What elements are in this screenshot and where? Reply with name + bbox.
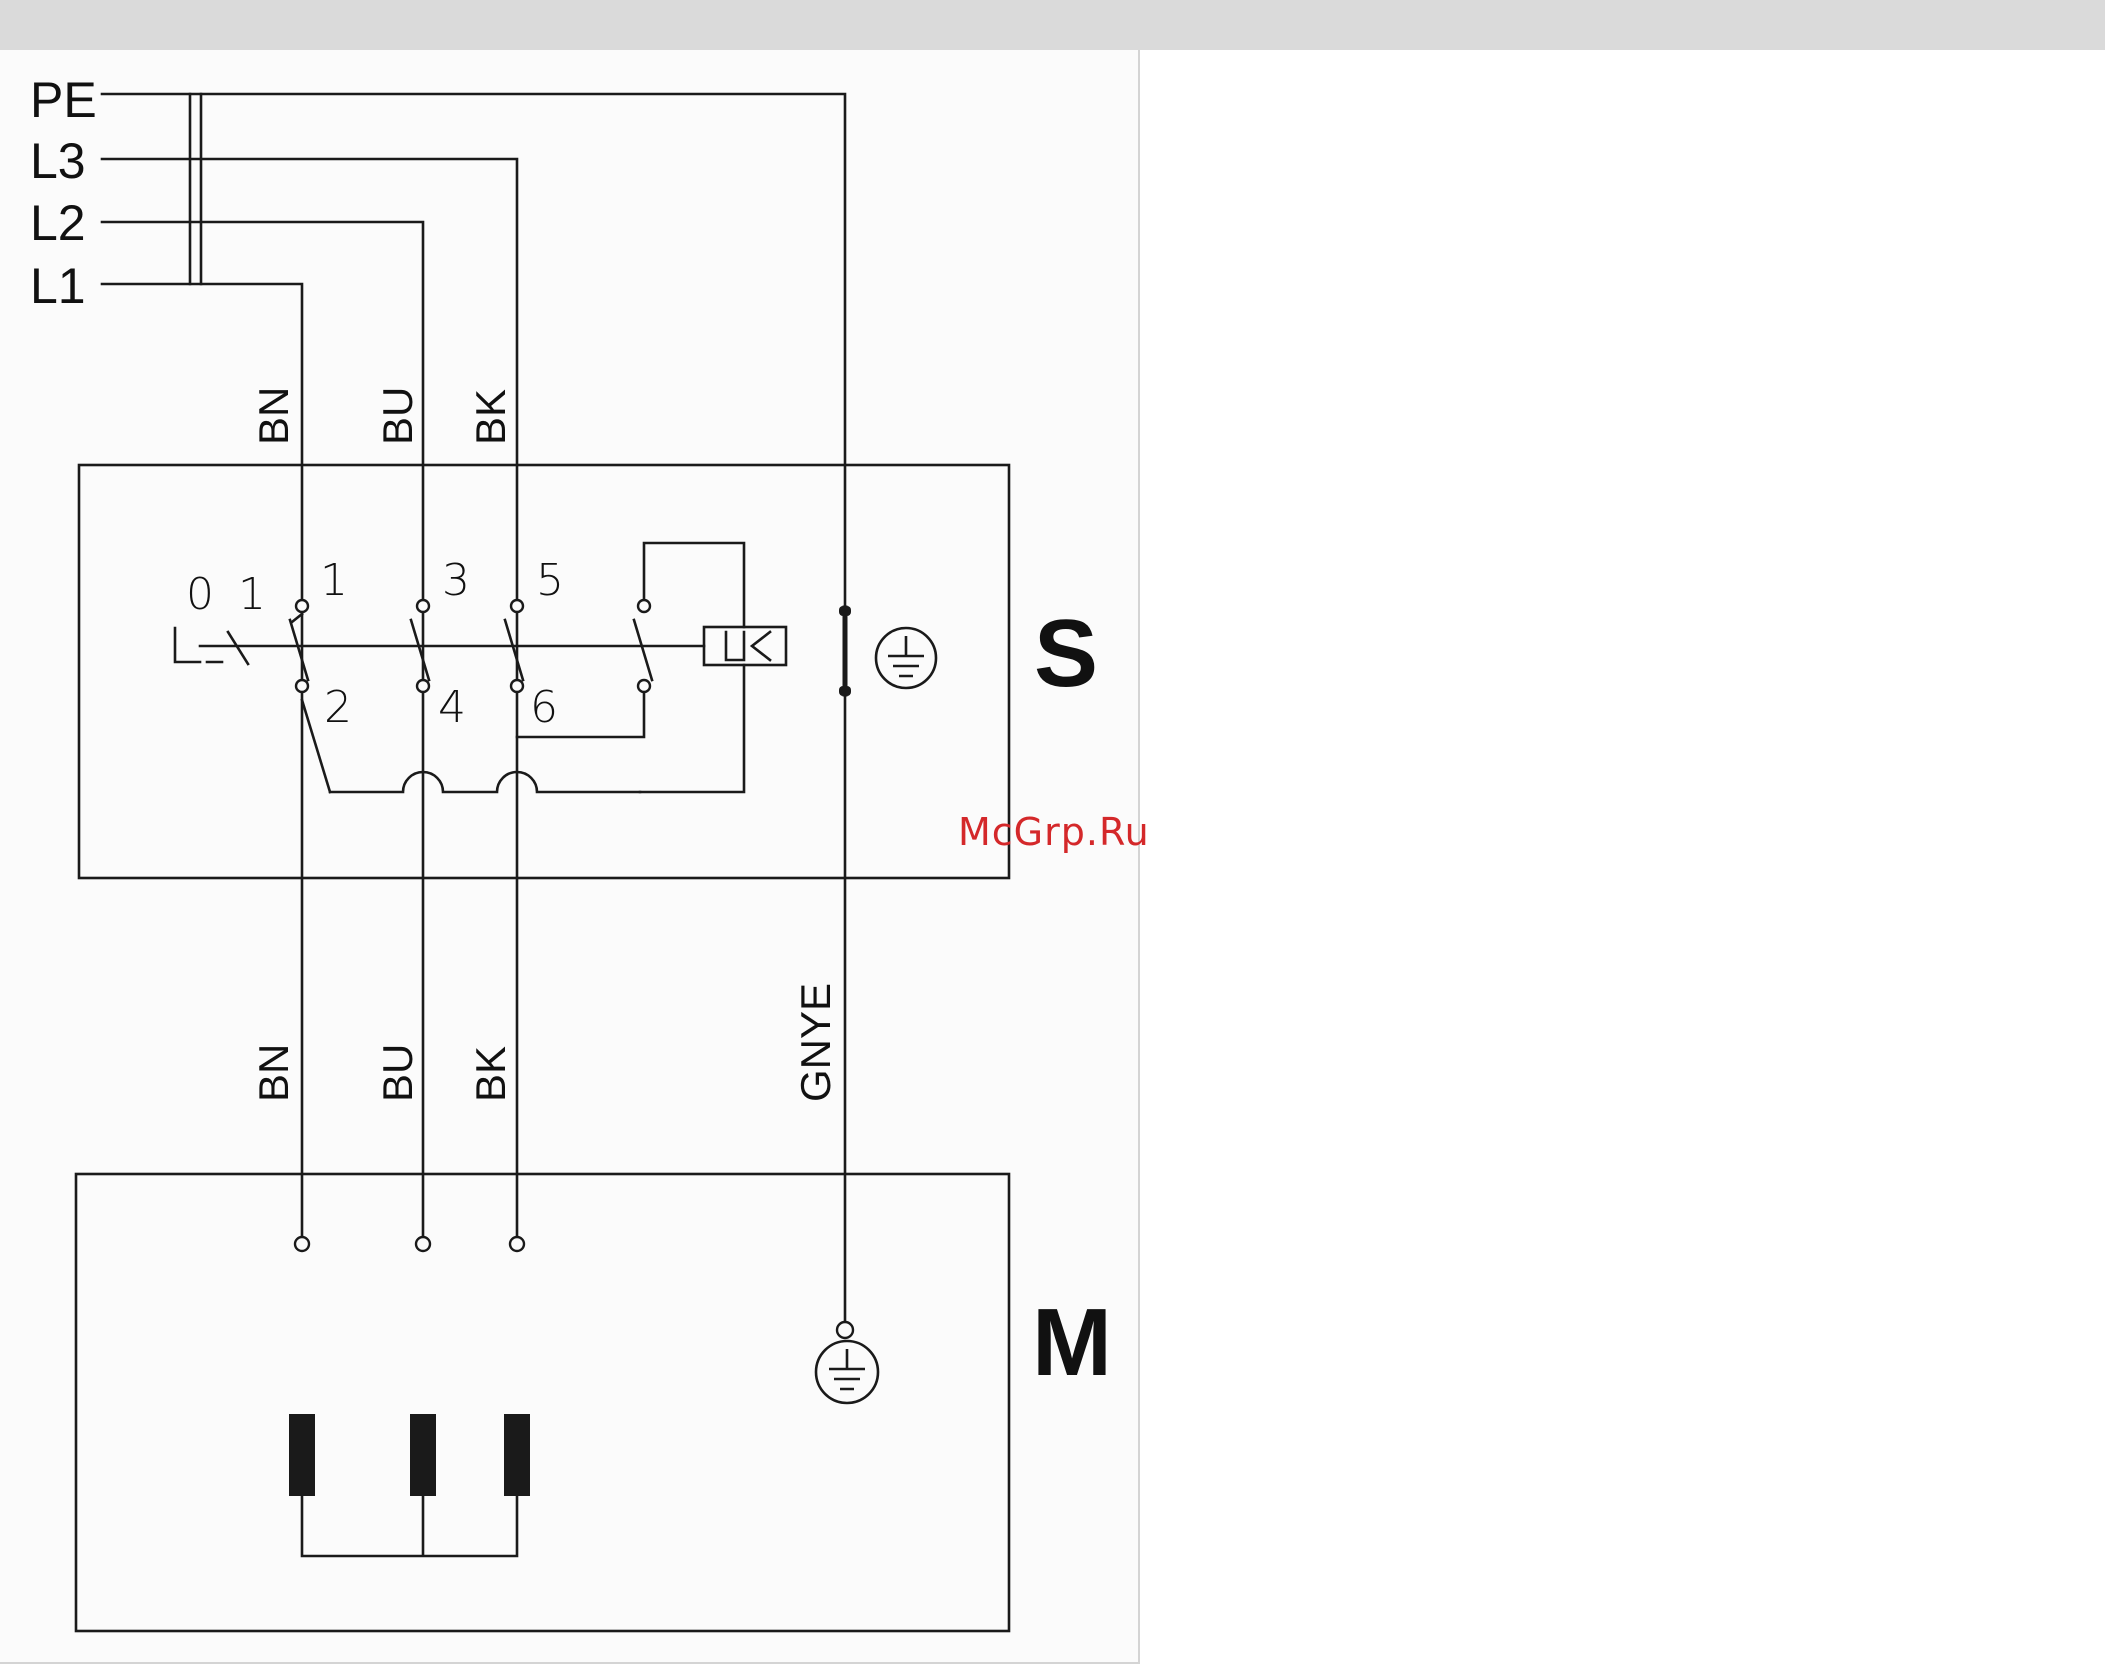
contact-3-blade (411, 620, 429, 680)
upper-wire-label-bk: BK (467, 389, 514, 445)
terminal-label-3: 3 (442, 555, 470, 606)
aux-return (640, 665, 744, 792)
motor-terminal-bk (510, 1237, 524, 1251)
terminal-3 (417, 600, 429, 612)
terminal-1 (296, 600, 308, 612)
aux-upper-loop (644, 543, 744, 627)
supply-line-l1: L1 (30, 258, 86, 314)
switch-position-1: 1 (238, 569, 266, 620)
lower-wire-label-bu: BU (374, 1044, 421, 1102)
lower-wire-label-gnye: GNYE (792, 983, 839, 1102)
watermark: McGrp.Ru (958, 810, 1150, 854)
terminal-6 (511, 680, 523, 692)
terminal-5 (511, 600, 523, 612)
ground-symbol-icon (876, 628, 936, 688)
motor-terminal-bu (416, 1237, 430, 1251)
contact-1-blade (290, 620, 308, 680)
lower-wire-label-bn: BN (250, 1044, 297, 1102)
supply-line-pe: PE (30, 72, 97, 128)
motor-box (76, 1174, 1009, 1631)
terminal-2 (296, 680, 308, 692)
upper-wire-label-bu: BU (374, 387, 421, 445)
contact-5-blade (505, 620, 523, 680)
terminal-aux-top (638, 600, 650, 612)
terminal-label-2: 2 (324, 682, 352, 733)
ground-symbol-icon (816, 1341, 878, 1403)
supply-line-l2: L2 (30, 195, 86, 251)
pe-line (102, 94, 845, 1320)
terminal-label-6: 6 (530, 682, 558, 733)
terminal-4 (417, 680, 429, 692)
switch-position-0: 0 (186, 569, 214, 620)
bus-bracket (190, 94, 201, 284)
motor-winding-icon (289, 1414, 530, 1496)
terminal-label-4: 4 (438, 682, 466, 733)
terminal-aux-bottom (638, 680, 650, 692)
bridge-line (330, 772, 640, 792)
contact-aux-blade (634, 620, 652, 680)
switch-box (79, 465, 1009, 878)
terminal-label-5: 5 (536, 555, 564, 606)
switch-block-label: S (1034, 600, 1098, 707)
supply-line-l3: L3 (30, 133, 86, 189)
lower-wire-label-bk: BK (467, 1046, 514, 1102)
motor-block-label: M (1032, 1289, 1112, 1396)
motor-terminal-pe (837, 1322, 853, 1338)
terminal-label-1: 1 (320, 555, 348, 606)
motor-terminal-bn (295, 1237, 309, 1251)
upper-wire-label-bn: BN (250, 387, 297, 445)
star-point (302, 1496, 517, 1556)
